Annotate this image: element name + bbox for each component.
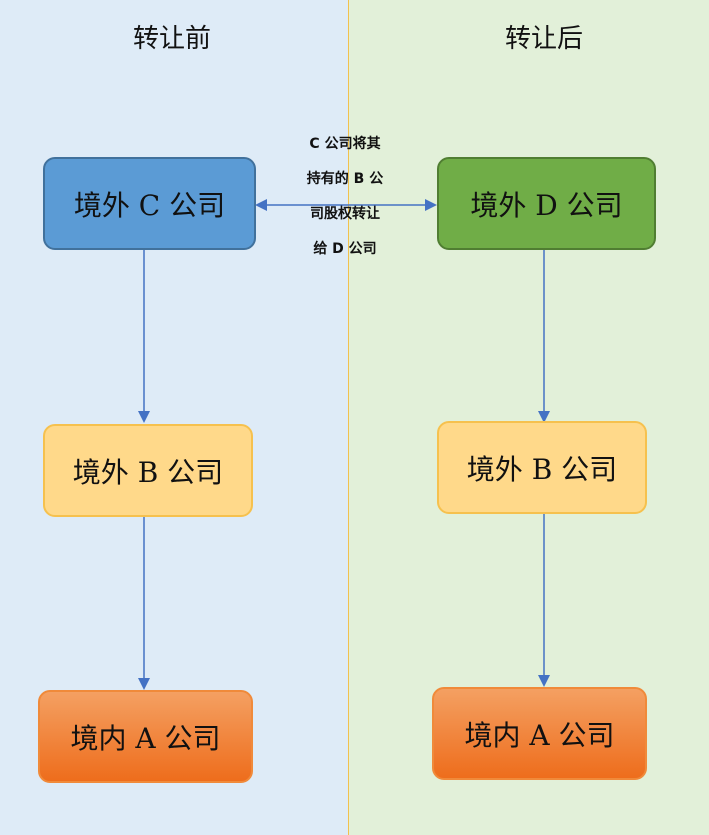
after-title: 转让后 xyxy=(504,24,583,54)
before-title: 转让前 xyxy=(132,24,211,54)
company-d-box: 境外 D 公司 xyxy=(437,157,656,250)
company-b-box-before: 境外 B 公司 xyxy=(43,424,253,517)
transfer-note-line: 持有的 B 公 xyxy=(306,171,384,187)
company-a-box-after: 境内 A 公司 xyxy=(432,687,647,780)
transfer-note: C 公司将其 持有的 B 公 司股权转让 给 D 公司 xyxy=(290,127,400,267)
company-b-box-after: 境外 B 公司 xyxy=(437,421,647,514)
transfer-note-line: C 公司将其 xyxy=(309,136,381,152)
transfer-note-line: 司股权转让 xyxy=(310,206,380,222)
transfer-note-line: 给 D 公司 xyxy=(313,241,377,257)
panel-divider xyxy=(348,0,349,835)
company-c-box: 境外 C 公司 xyxy=(43,157,256,250)
company-a-box-before: 境内 A 公司 xyxy=(38,690,253,783)
